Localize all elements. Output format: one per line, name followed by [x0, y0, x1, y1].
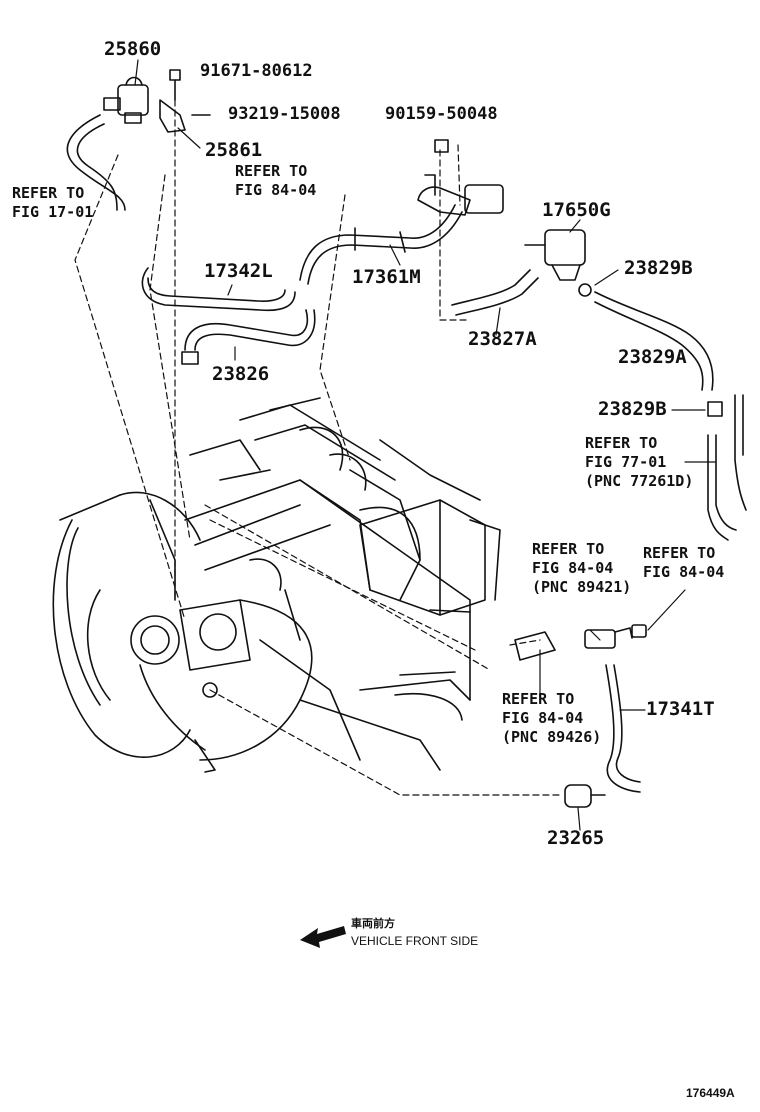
- reference-line: FIG 84-04: [643, 563, 725, 581]
- reference-line: FIG 77-01: [585, 453, 667, 471]
- part-label-23265: 23265: [547, 827, 605, 849]
- engine-assembly: [52, 397, 501, 773]
- part-label-93219-15008: 93219-15008: [228, 104, 341, 124]
- reference-leaders: [74, 99, 563, 796]
- label-leaders: [134, 59, 716, 831]
- part-label-23829A: 23829A: [618, 346, 687, 368]
- reference-line: FIG 84-04: [235, 181, 317, 199]
- part-label-23826: 23826: [212, 363, 270, 385]
- vehicle-front-label-jp: 車両前方: [351, 918, 395, 930]
- part-label-25861: 25861: [205, 139, 263, 161]
- part-label-17650G: 17650G: [542, 199, 611, 221]
- reference-line: (PNC 89426): [502, 728, 602, 746]
- part-label-17342L: 17342L: [204, 260, 273, 282]
- vacuum-hoses: [66, 69, 747, 808]
- reference-line: REFER TO: [643, 544, 716, 562]
- reference-fig-17-01: REFER TO FIG 17-01: [12, 184, 93, 222]
- part-label-17361M: 17361M: [352, 266, 421, 288]
- reference-line: (PNC 77261D): [585, 472, 694, 490]
- reference-line: FIG 84-04: [532, 559, 614, 577]
- front-direction-arrow: [300, 926, 346, 948]
- reference-line: REFER TO: [532, 540, 605, 558]
- part-label-17341T: 17341T: [646, 698, 715, 720]
- figure-id: 176449A: [686, 1086, 735, 1100]
- reference-line: FIG 84-04: [502, 709, 584, 727]
- part-label-91671-80612: 91671-80612: [200, 61, 313, 81]
- reference-line: REFER TO: [502, 690, 575, 708]
- reference-line: REFER TO: [235, 162, 308, 180]
- reference-line: REFER TO: [12, 184, 85, 202]
- reference-line: (PNC 89421): [532, 578, 632, 596]
- part-label-90159-50048: 90159-50048: [385, 104, 498, 124]
- reference-fig-84-04-top: REFER TO FIG 84-04: [235, 162, 316, 200]
- reference-fig-84-04-pnc-89421: REFER TO FIG 84-04 (PNC 89421): [532, 540, 631, 597]
- reference-fig-84-04-pnc-89426: REFER TO FIG 84-04 (PNC 89426): [502, 690, 601, 747]
- reference-fig-84-04-right: REFER TO FIG 84-04: [643, 544, 724, 582]
- part-label-23827A: 23827A: [468, 328, 537, 350]
- reference-line: FIG 17-01: [12, 203, 94, 221]
- vehicle-front-label: VEHICLE FRONT SIDE: [351, 934, 479, 948]
- part-label-23829B-top: 23829B: [624, 257, 693, 279]
- reference-fig-77-01: REFER TO FIG 77-01 (PNC 77261D): [585, 434, 693, 491]
- reference-line: REFER TO: [585, 434, 658, 452]
- part-label-23829B-mid: 23829B: [598, 398, 667, 420]
- part-label-25860: 25860: [104, 38, 162, 60]
